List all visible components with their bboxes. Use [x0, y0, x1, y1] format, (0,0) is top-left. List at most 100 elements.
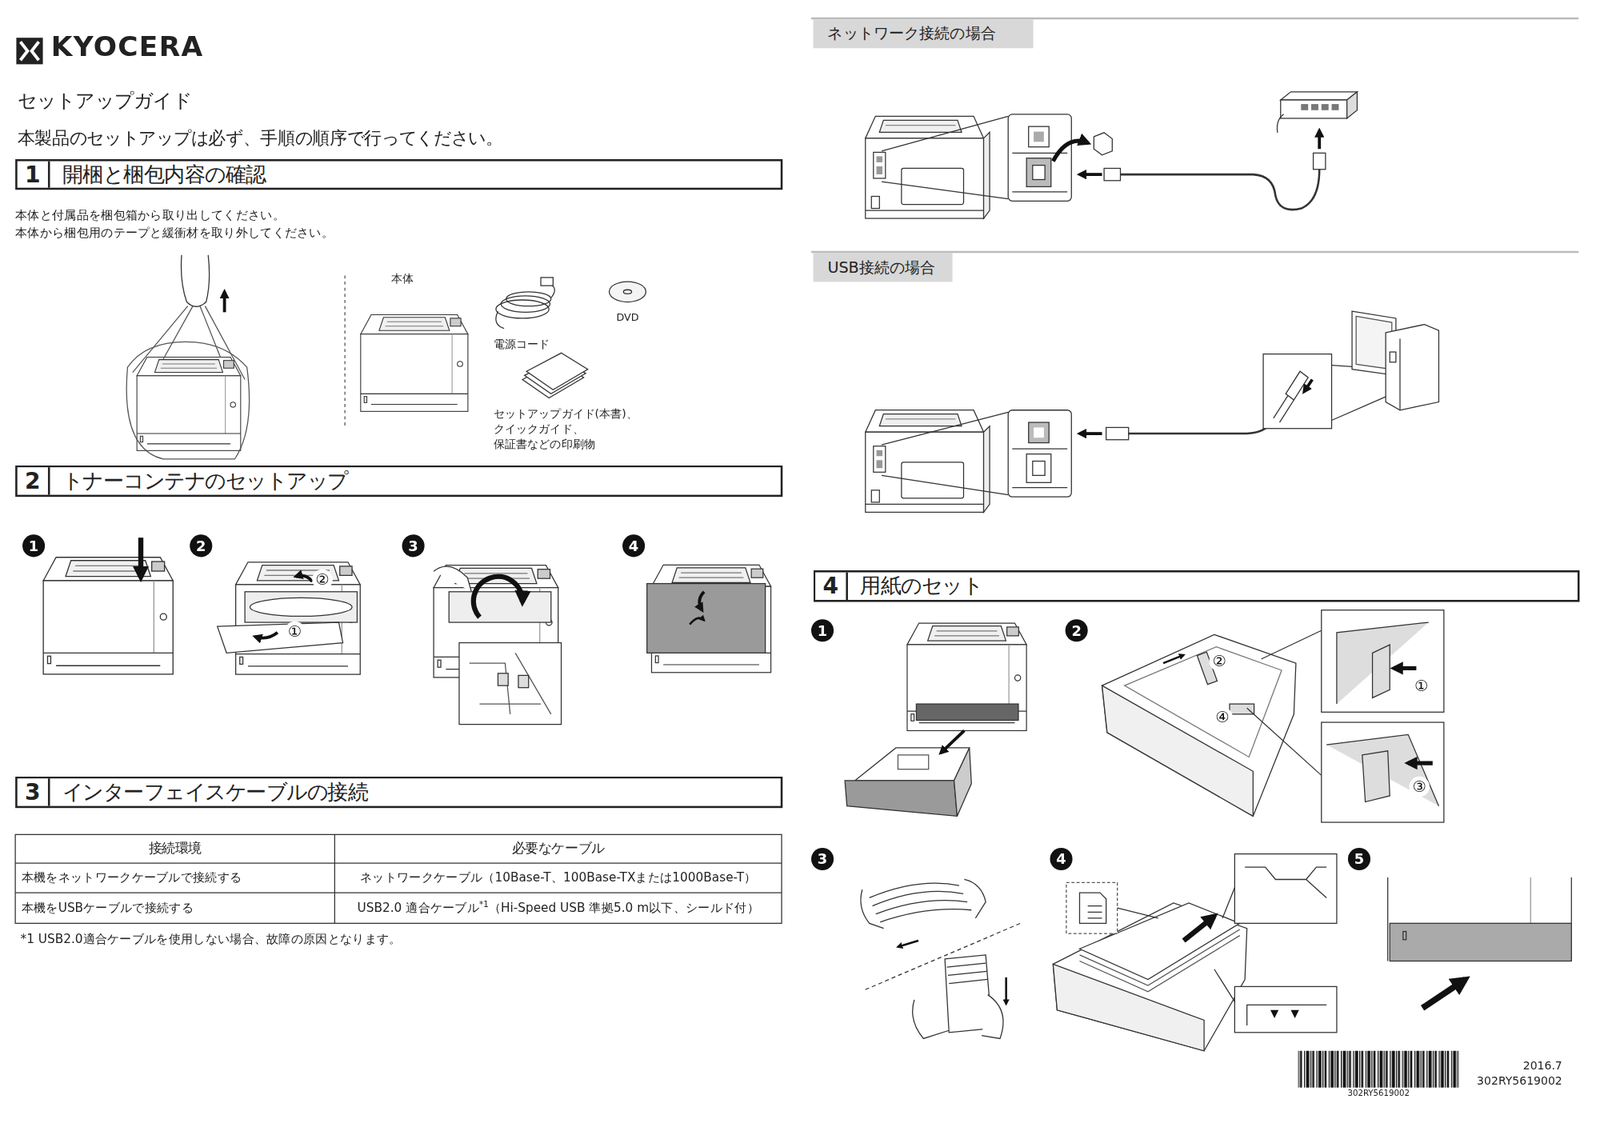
illustration-rect — [518, 675, 529, 688]
table-cell: 接続環境 — [15, 834, 335, 864]
paper-step-1 — [844, 623, 1027, 816]
illustration-path — [860, 889, 884, 928]
illustration-ellipse — [623, 289, 632, 294]
text-label: *1 USB2.0適合ケーブルを使用しない場合、故障の原因となります。 — [20, 930, 402, 948]
illustration-use — [136, 356, 241, 451]
brand-logo: KYOCERA — [51, 30, 204, 64]
subsection-band: USB接続の場合 — [813, 252, 952, 282]
usb-illustration — [865, 311, 1440, 512]
section-title: トナーコンテナのセットアップ — [49, 467, 348, 495]
illustration-polygon — [1291, 1010, 1300, 1019]
table-cell: 本機をネットワークケーブルで接続する — [15, 863, 335, 893]
illustration-rect — [1008, 114, 1072, 201]
illustration-path — [126, 341, 249, 460]
illustration-path — [255, 632, 278, 639]
illustration-rect — [1321, 104, 1329, 111]
illustration-rect — [1389, 923, 1572, 961]
illustration-path — [469, 652, 552, 715]
section-number: 4 — [815, 572, 848, 600]
illustration-line — [334, 834, 336, 924]
illustration-use — [43, 557, 173, 675]
illustration-rect — [1234, 854, 1337, 924]
illustration-rect — [1280, 100, 1348, 119]
illustration-polygon — [1347, 92, 1358, 119]
illustration-rect — [647, 584, 766, 654]
illustration-line — [1079, 172, 1102, 176]
illustration-line — [865, 923, 1021, 990]
callout-number: ③ — [1408, 776, 1430, 798]
illustration-path — [1052, 140, 1088, 161]
step-number: 1 — [22, 534, 45, 557]
illustration-line — [1317, 130, 1321, 149]
table-cell: USB2.0 適合ケーブル*1（Hi-Speed USB 準拠5.0 m以下、シ… — [334, 892, 782, 924]
step-number: 2 — [1065, 619, 1088, 642]
illustration-path — [1247, 1004, 1327, 1026]
illustration-rect — [1321, 722, 1444, 823]
illustration-path — [1128, 400, 1280, 434]
illustration-rect — [1026, 454, 1052, 484]
illustration-polygon — [844, 780, 957, 817]
illustration-path — [433, 566, 472, 592]
section-title: ネットワーク接続の場合 — [827, 24, 996, 44]
callout-number: ② — [312, 569, 333, 591]
text-label: 本製品のセットアップは必ず、手順の順序で行ってください。 — [17, 126, 504, 150]
illustration-rect — [540, 277, 553, 286]
illustration-rect — [1313, 152, 1326, 169]
illustration-line — [138, 537, 144, 578]
paper-step-5 — [1388, 877, 1572, 1008]
illustration-rect — [1403, 932, 1407, 940]
print-code: 302RY5619002 — [1476, 1074, 1563, 1088]
printer — [360, 314, 468, 412]
step-number: 2 — [189, 534, 212, 557]
subsection-band: ネットワーク接続の場合 — [813, 19, 1033, 48]
illustration-rect — [1332, 104, 1340, 111]
illustration-rect — [1311, 104, 1319, 111]
illustration-ellipse — [506, 292, 552, 307]
illustration-rect — [16, 37, 43, 64]
illustration-line — [1012, 191, 1068, 192]
illustration-path — [881, 116, 1008, 199]
unpacking-illustration — [126, 255, 249, 460]
illustration-rect — [1234, 986, 1337, 1032]
section-number: 2 — [17, 467, 51, 495]
step-number: 4 — [622, 534, 645, 557]
table-cell: 本機をUSBケーブルで接続する — [15, 892, 335, 924]
section-number: 3 — [17, 778, 51, 806]
illustration-path — [964, 879, 986, 918]
table-cell-text: USB2.0 適合ケーブル — [357, 900, 480, 916]
dvd — [608, 281, 646, 303]
illustration-polygon — [1124, 647, 1282, 758]
section-title: 用紙のセット — [848, 572, 983, 600]
text-label: セットアップガイド(本書)、 クイックガイド、 保証書などの印刷物 — [493, 406, 668, 452]
illustration-path — [180, 255, 209, 307]
logo-mark — [16, 37, 43, 64]
toner-step-2 — [217, 562, 361, 675]
illustration-path — [1276, 114, 1284, 133]
illustration-use — [865, 116, 990, 219]
illustration-path — [132, 306, 245, 380]
illustration-line — [897, 940, 919, 948]
callout-number: ① — [284, 621, 306, 643]
illustration-use — [865, 410, 990, 513]
illustration-use — [907, 623, 1027, 731]
illustration-ellipse — [249, 597, 352, 616]
section-number: 1 — [17, 161, 51, 188]
illustration-rect — [15, 834, 782, 924]
illustration-line — [940, 730, 964, 753]
illustration-path — [699, 592, 704, 611]
network-illustration — [865, 92, 1358, 219]
illustration-rect — [1026, 158, 1052, 188]
text-label: DVD — [616, 311, 639, 323]
illustration-path — [869, 883, 972, 923]
illustration-line — [1012, 448, 1068, 450]
illustration-path — [1093, 132, 1112, 156]
illustration-line — [1012, 487, 1068, 488]
illustration-rect — [1032, 165, 1045, 180]
footnote-mark: *1 — [479, 900, 489, 909]
illustration-polygon — [1280, 92, 1358, 100]
illustration-rect — [1032, 461, 1045, 476]
illustration-ellipse — [608, 281, 646, 303]
illustration-rect — [1389, 352, 1396, 363]
printed-matter — [522, 352, 588, 398]
